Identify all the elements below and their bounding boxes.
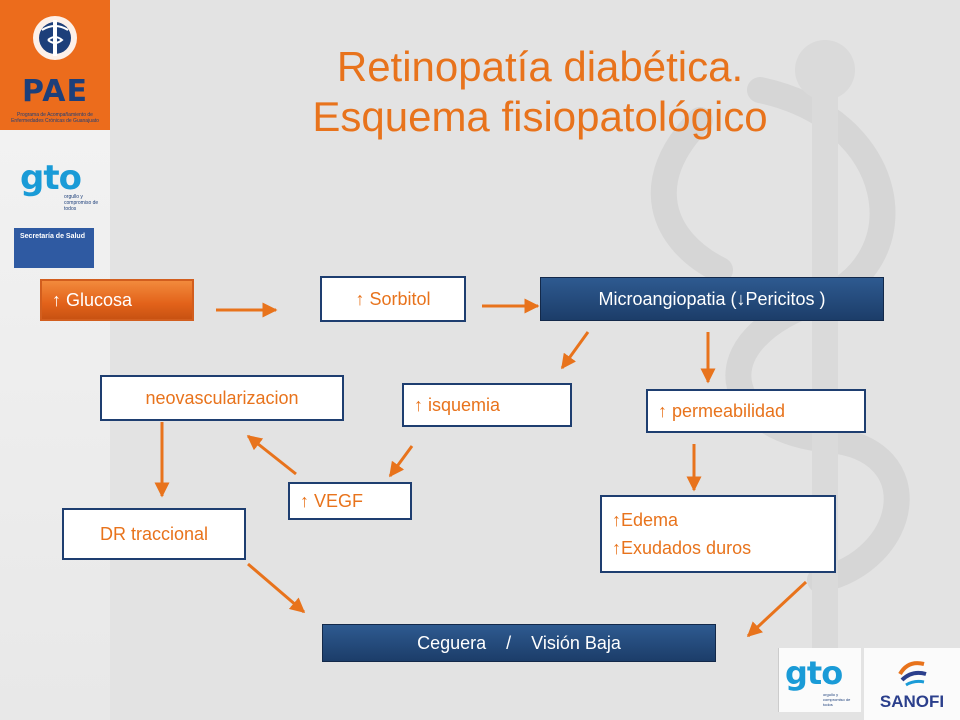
- node-permeabilidad: ↑ permeabilidad: [646, 389, 866, 433]
- sanofi-bird-icon: [898, 661, 927, 687]
- gto-logo-left: gto: [20, 158, 82, 198]
- node-sorbitol: ↑ Sorbitol: [320, 276, 466, 322]
- pae-logo-text: PAE: [22, 74, 88, 109]
- gto-logo-bottom-text: gto: [785, 654, 843, 692]
- slide-title: Retinopatía diabética. Esquema fisiopato…: [150, 42, 930, 142]
- node-glucosa: ↑ Glucosa: [40, 279, 194, 321]
- arrow-dr-ceguera: [247, 562, 306, 614]
- gto-logo-bottom-caption: orgullo y compromiso de todos: [823, 692, 851, 707]
- node-edema-exudados: ↑Edema ↑Exudados duros: [600, 495, 836, 573]
- pae-logo-caption: Programa de Acompañamiento de Enfermedad…: [11, 112, 99, 124]
- arrow-vegf-neovasc: [246, 434, 297, 476]
- sanofi-logo: SANOFI: [864, 648, 960, 720]
- secretaria-salud-logo: Secretaría de Salud: [14, 228, 94, 268]
- node-exudados-line: ↑Exudados duros: [612, 538, 752, 558]
- sanofi-logo-text: SANOFI: [879, 692, 945, 711]
- node-edema-line: ↑Edema: [612, 510, 679, 530]
- node-dr-traccional: DR traccional: [62, 508, 246, 560]
- node-microangiopatia: Microangiopatia (↓Pericitos ): [540, 277, 884, 321]
- left-logo-sidebar: PAE Programa de Acompañamiento de Enferm…: [0, 0, 110, 720]
- node-vegf: ↑ VEGF: [288, 482, 412, 520]
- pae-logo: PAE Programa de Acompañamiento de Enferm…: [0, 0, 110, 130]
- node-isquemia: ↑ isquemia: [402, 383, 572, 427]
- gto-logo-bottom: gto orgullo y compromiso de todos: [778, 648, 861, 712]
- gto-logo-left-caption: orgullo y compromiso de todos: [64, 194, 99, 212]
- node-ceguera: Ceguera / Visión Baja: [322, 624, 716, 662]
- node-neovascularizacion: neovascularizacion: [100, 375, 344, 421]
- slide-title-line2: Esquema fisiopatológico: [312, 93, 768, 140]
- arrow-edema-ceguera: [746, 580, 808, 638]
- slide-title-line1: Retinopatía diabética.: [336, 43, 744, 90]
- arrow-micro-isquemia: [560, 331, 590, 370]
- arrow-isquemia-vegf: [388, 445, 414, 478]
- caduceus-icon: [33, 16, 77, 60]
